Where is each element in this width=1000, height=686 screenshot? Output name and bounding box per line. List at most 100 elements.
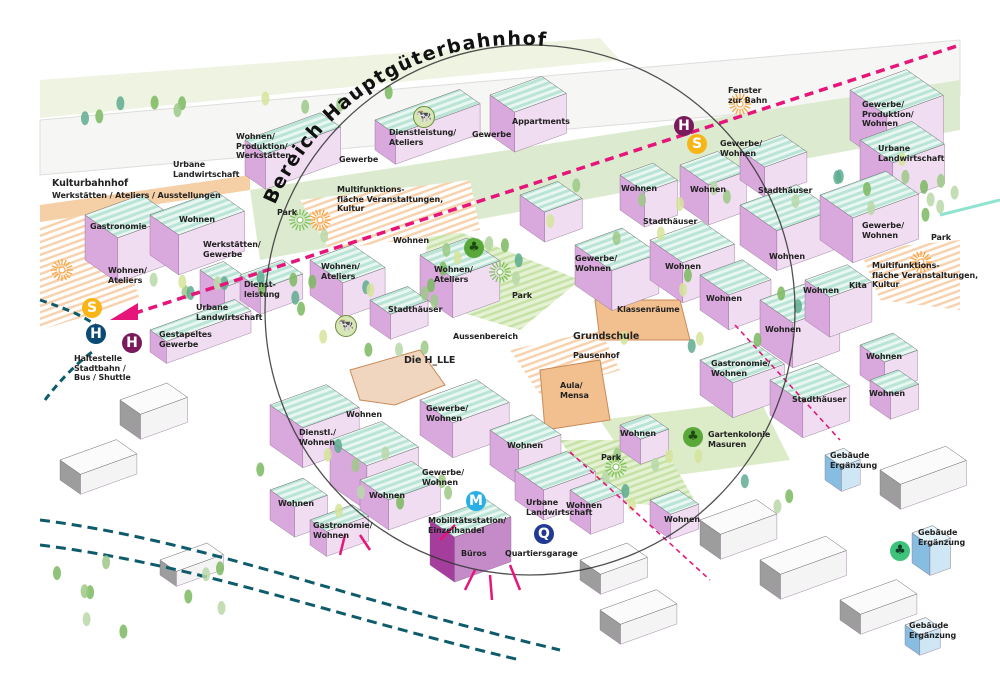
tree xyxy=(82,612,91,627)
building-block xyxy=(699,341,786,419)
label: Fenster zur Bahn xyxy=(728,86,768,105)
tree xyxy=(777,286,786,301)
tree xyxy=(291,290,300,305)
label: Park xyxy=(512,291,532,300)
tree xyxy=(950,185,959,200)
event-sunburst-icon xyxy=(729,93,751,115)
tree xyxy=(381,446,390,461)
label: Pausenhof xyxy=(573,351,620,360)
label: Werkstätten / Ateliers / Ausstellungen xyxy=(52,191,221,200)
label: Gebäude Ergänzung xyxy=(918,528,966,547)
label: Haltestelle Stadtbahn / Bus / Shuttle xyxy=(74,354,131,382)
tree xyxy=(336,97,345,112)
label: Wohnen xyxy=(665,262,701,271)
label: Gewerbe/ Wohnen xyxy=(422,468,465,487)
label: Wohnen xyxy=(869,389,905,398)
label: Urbane Landwirtschaft xyxy=(526,498,593,517)
building-block xyxy=(149,299,252,364)
label: Wohnen xyxy=(179,215,215,224)
tree xyxy=(308,274,317,289)
label: Park xyxy=(601,453,621,462)
label: Wohnen/ Ateliers xyxy=(434,265,473,284)
tree xyxy=(256,271,265,285)
tree xyxy=(863,182,871,196)
tree xyxy=(835,169,844,184)
label: Dienstl./ Wohnen xyxy=(299,428,336,447)
label: Wohnen xyxy=(706,294,742,303)
tree xyxy=(936,199,945,214)
label: Stadthäuser xyxy=(388,305,443,314)
label: Urbane Landwirtschaft xyxy=(878,144,945,163)
tree xyxy=(173,103,182,118)
tree xyxy=(297,301,306,316)
accent-stroke xyxy=(338,534,347,556)
pedestrian-axis-south2 xyxy=(569,451,711,581)
tree xyxy=(753,332,762,347)
label-kulturbahnhof: Kulturbahnhof xyxy=(52,178,129,189)
label: Kita xyxy=(849,281,867,290)
parking-garage-badge: Q xyxy=(534,524,554,544)
tree xyxy=(638,192,646,207)
tree xyxy=(320,228,329,243)
s-bahn-badge: S xyxy=(82,298,102,318)
tree xyxy=(261,91,270,106)
label: Wohnen xyxy=(664,515,700,524)
tree xyxy=(439,261,448,276)
tree xyxy=(289,272,298,287)
building-block xyxy=(574,227,660,311)
accent-stroke xyxy=(508,564,522,591)
label: Gewerbe xyxy=(472,130,512,139)
label: Gastronomie/ Wohnen xyxy=(711,359,771,378)
label: Stadthäuser xyxy=(758,186,813,195)
label: Wohnen xyxy=(621,184,657,193)
tree xyxy=(612,231,621,246)
building-block xyxy=(419,379,510,459)
label: Klassenräume xyxy=(617,305,680,314)
tree xyxy=(430,294,439,309)
tree xyxy=(384,85,393,100)
tree-icon: ♣ xyxy=(464,238,484,258)
school-courtyard xyxy=(510,330,620,395)
event-area-east xyxy=(860,240,960,310)
building-block xyxy=(244,112,342,190)
label: Aula/ Mensa xyxy=(560,381,589,400)
label: Park xyxy=(931,233,951,242)
building-block xyxy=(569,477,624,535)
existing-building xyxy=(599,589,678,645)
tree xyxy=(665,449,673,464)
label: Stadthäuser xyxy=(792,395,847,404)
rail-line xyxy=(39,518,561,652)
tree xyxy=(785,489,794,504)
tree xyxy=(186,286,195,300)
tree xyxy=(81,111,89,126)
tree xyxy=(102,555,111,570)
label: Gewerbe/ Produktion/ Wohnen xyxy=(862,100,914,128)
label: Dienstleistung/ Ateliers xyxy=(389,128,457,147)
teal-connection xyxy=(939,198,1000,217)
tree xyxy=(149,272,158,287)
tree xyxy=(867,201,876,216)
event-sunburst-icon xyxy=(289,209,311,231)
mobility-station-badge: M xyxy=(466,491,486,511)
tree xyxy=(921,207,930,222)
tree xyxy=(694,449,703,464)
building-block xyxy=(309,504,370,557)
tree xyxy=(453,250,462,265)
tree xyxy=(53,566,61,581)
label: Park xyxy=(277,208,297,217)
event-area-north xyxy=(300,180,480,250)
label: Aussenbereich xyxy=(453,332,518,341)
tree xyxy=(791,194,800,209)
building-extension xyxy=(824,447,861,492)
label: Büros xyxy=(461,549,487,558)
building-extension xyxy=(904,617,941,656)
tree xyxy=(687,339,696,353)
label: Wohnen xyxy=(866,352,902,361)
tree xyxy=(395,342,403,357)
tree xyxy=(202,567,210,582)
tree xyxy=(420,340,429,355)
tree xyxy=(920,179,928,194)
tree xyxy=(572,178,581,193)
building-block xyxy=(679,151,747,226)
